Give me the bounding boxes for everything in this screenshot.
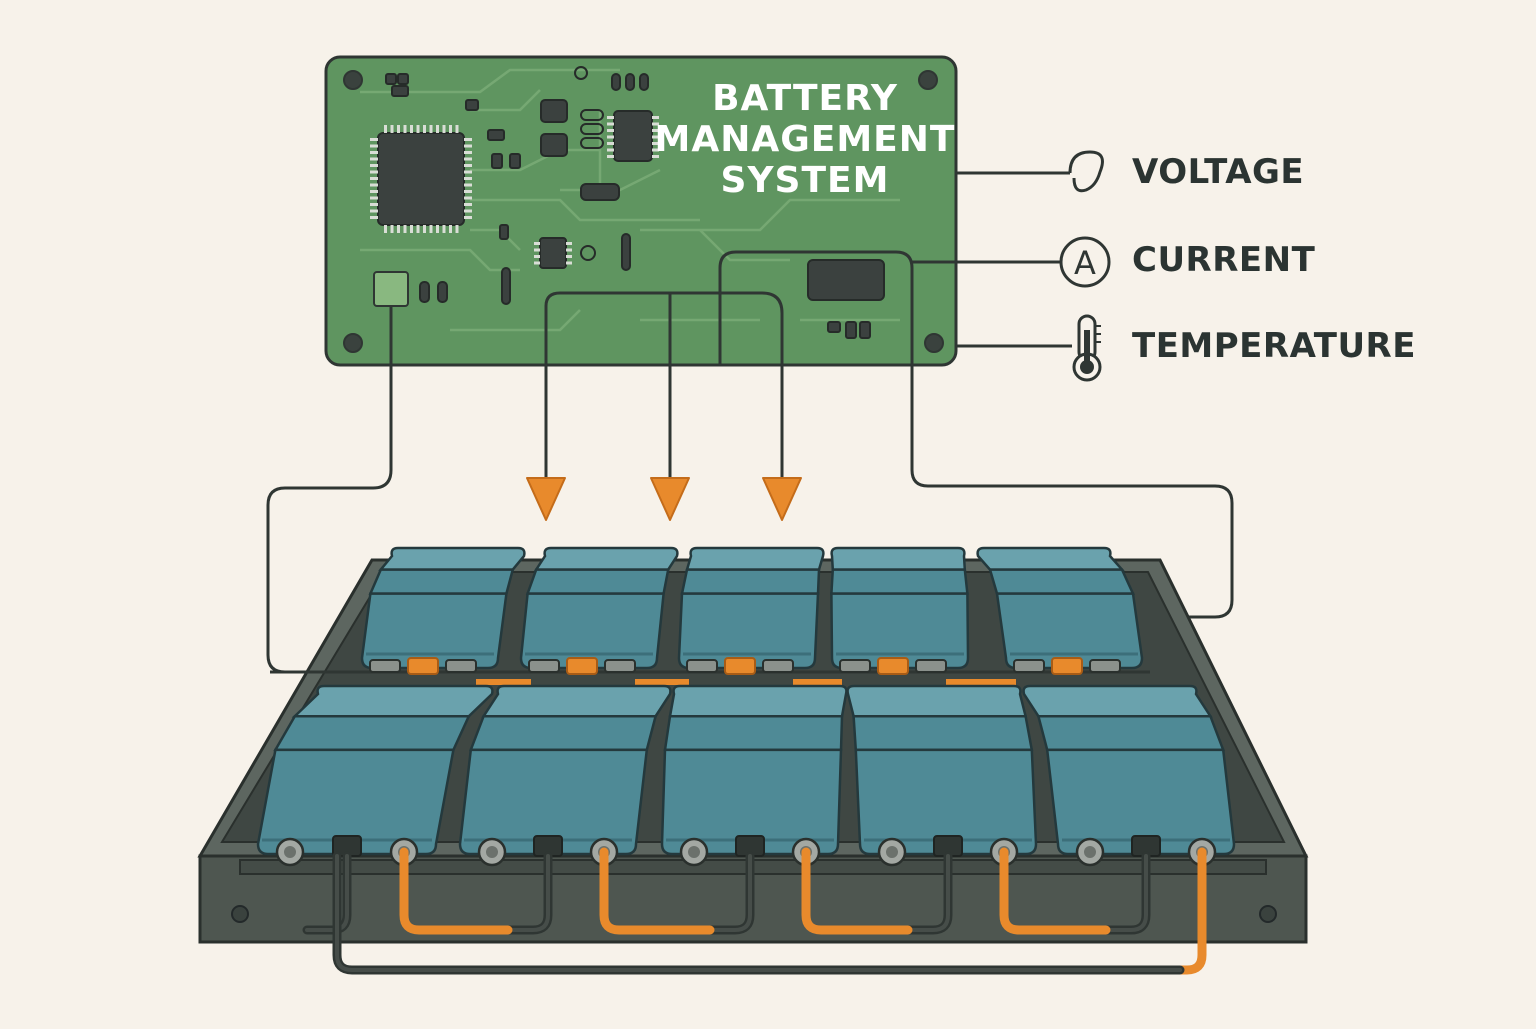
board-title-line-3: SYSTEM: [720, 160, 890, 201]
battery-cell-back-1: [360, 546, 526, 670]
pcb-mounting-holes: [343, 70, 944, 353]
back-cell-row: [360, 546, 1144, 670]
voltage-label: VOLTAGE: [1132, 152, 1305, 192]
back-row-busbars: [369, 657, 1121, 685]
battery-cell-back-4: [830, 546, 970, 670]
front-row-interconnects: [275, 835, 1217, 975]
battery-cell-front-4: [846, 684, 1038, 856]
signal-arrow-2: [650, 477, 690, 521]
series-link-4: [999, 847, 1111, 935]
battery-cell-back-3: [677, 546, 825, 670]
back-busbar-2: [566, 657, 598, 675]
sense-wires: [266, 171, 1234, 674]
back-busbar-3: [724, 657, 756, 675]
bms-circuit-board: [324, 55, 958, 367]
microcontroller-chip: [370, 125, 472, 233]
temperature-label: TEMPERATURE: [1132, 326, 1416, 366]
battery-cell-front-2: [458, 684, 672, 856]
series-link-1: [399, 847, 513, 935]
back-busbar-5: [1051, 657, 1083, 675]
board-title: BATTERY MANAGEMENT SYSTEM: [650, 78, 960, 201]
pack-positive-lead: [1175, 847, 1207, 975]
pcb-coils: [574, 66, 604, 261]
back-busbar-1: [407, 657, 439, 675]
sense-connector-pad: [373, 271, 409, 307]
thermometer-icon: [1072, 314, 1102, 382]
ammeter-icon: A: [1059, 236, 1111, 288]
battery-cell-front-3: [660, 684, 848, 856]
battery-cell-back-2: [519, 546, 679, 670]
battery-cell-front-1: [256, 684, 494, 856]
controller-ic: [607, 110, 659, 162]
series-link-3: [801, 847, 913, 935]
battery-cell-front-5: [1022, 684, 1236, 856]
signal-arrow-3: [762, 477, 802, 521]
small-ic: [534, 237, 572, 269]
series-link-2: [599, 847, 715, 935]
signal-arrow-1: [526, 477, 566, 521]
board-title-line-2: MANAGEMENT: [654, 119, 956, 160]
ammeter-glyph: A: [1074, 244, 1096, 282]
voltage-probe-icon: [1068, 150, 1104, 193]
signal-arrows: [526, 477, 802, 521]
pcb-components: [385, 73, 885, 339]
board-title-line-1: BATTERY: [712, 78, 898, 119]
battery-cell-back-5: [976, 546, 1144, 670]
current-label: CURRENT: [1132, 240, 1316, 280]
back-busbar-4: [877, 657, 909, 675]
front-cell-row: [256, 684, 1236, 856]
